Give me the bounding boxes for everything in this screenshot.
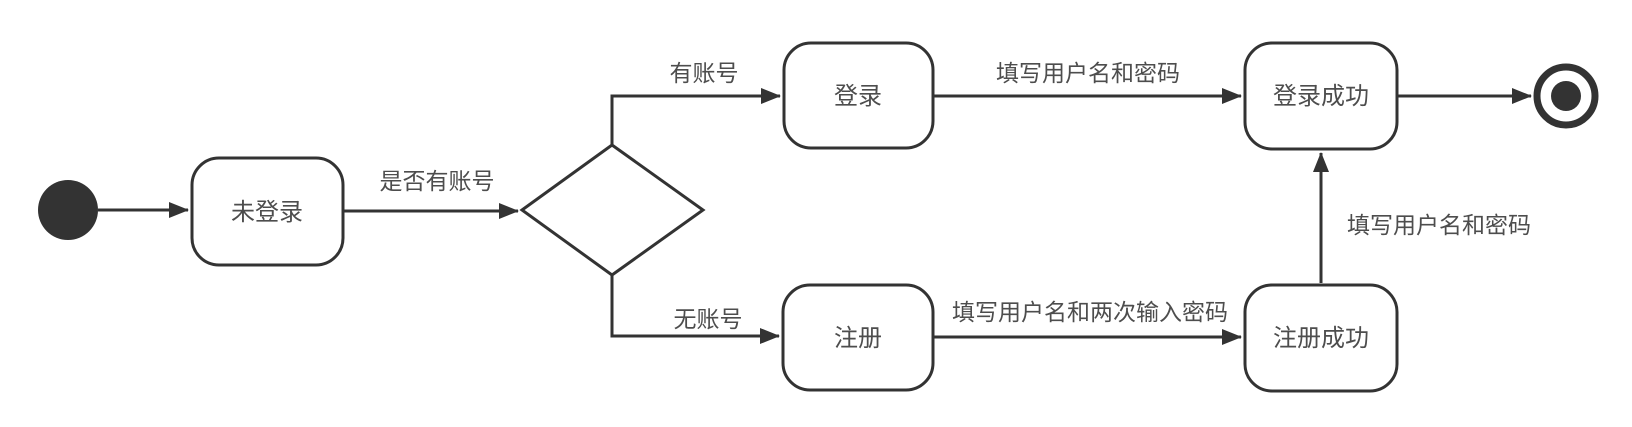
- edge-decision-to-login: [610, 88, 781, 145]
- edge-label-fill-username-password-top: 填写用户名和密码: [996, 60, 1180, 86]
- initial-node: [38, 180, 98, 240]
- node-decision-has-account: [519, 143, 706, 277]
- edge-label-has-account-question: 是否有账号: [380, 168, 495, 194]
- node-label-login-success: 登录成功: [1273, 83, 1369, 110]
- final-node: [1551, 81, 1581, 111]
- edge-label-has-account: 有账号: [670, 60, 739, 86]
- edge-decision-to-register: [610, 275, 780, 344]
- edge-label-fill-username-two-passwords: 填写用户名和两次输入密码: [952, 299, 1228, 325]
- node-label-register: 注册: [834, 325, 882, 352]
- node-label-register-success: 注册成功: [1273, 325, 1369, 352]
- edge-label-no-account: 无账号: [674, 306, 743, 332]
- node-register-success: [1243, 283, 1399, 393]
- node-label-not-logged-in: 未登录: [231, 199, 303, 226]
- edge-label-fill-username-password-vertical: 填写用户名和密码: [1347, 212, 1531, 238]
- node-label-login: 登录: [834, 83, 882, 110]
